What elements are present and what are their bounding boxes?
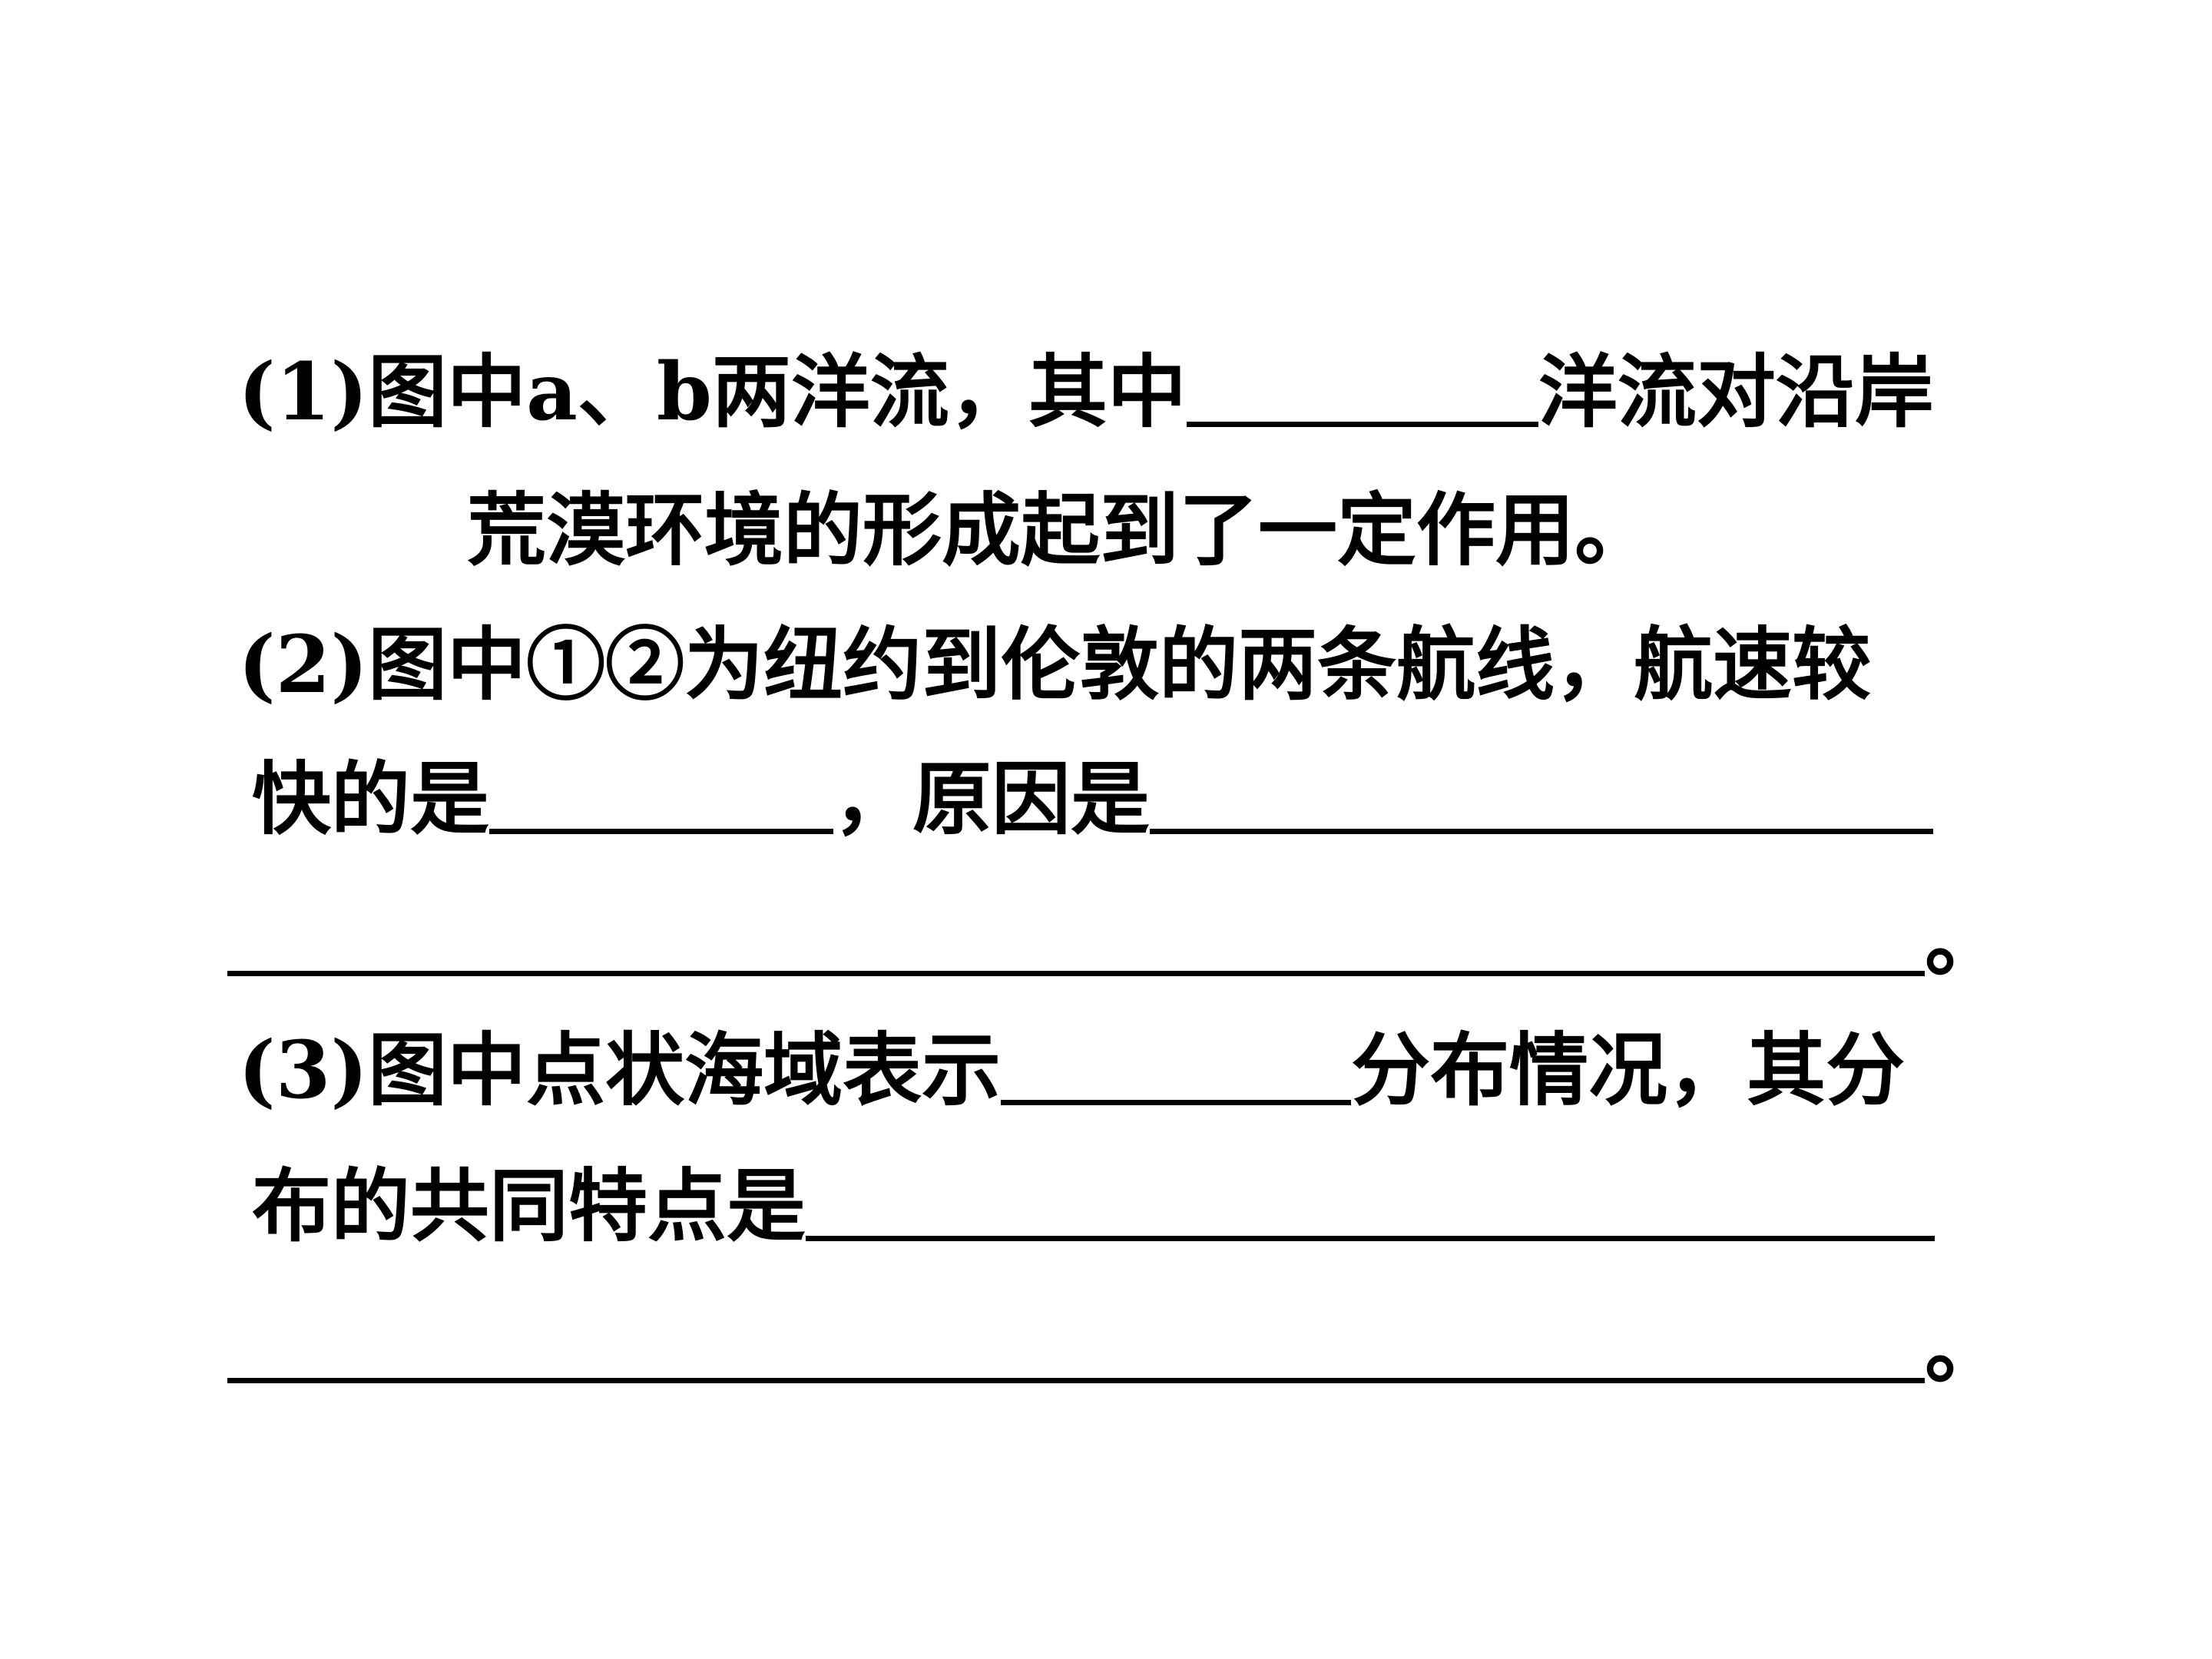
q1-line-2: 荒漠环境的形成起到了一定作用。 (467, 472, 1654, 588)
q3-text-start: (3)图中点状海域表示 (238, 1023, 1002, 1117)
q3-line-2: 布的共同特点是 (252, 1148, 1935, 1263)
q3-feature-blank-1[interactable] (806, 1171, 1935, 1241)
q3-text-feature: 布的共同特点是 (252, 1159, 806, 1253)
q3-text-end: 。 (1925, 1301, 2004, 1395)
q2-text-end: 。 (1925, 894, 2004, 988)
q2-line-3: 。 (227, 883, 2004, 998)
q3-line-1: (3)图中点状海域表示 分布情况，其分 (238, 1012, 1905, 1128)
q2-reason-blank-1[interactable] (1150, 763, 1933, 834)
q2-line-1: (2)图中①②为纽约到伦敦的两条航线，航速较 (238, 607, 1871, 722)
q2-text-reason: ，原因是 (833, 752, 1150, 846)
q1-text-end: 洋流对沿岸 (1538, 345, 1934, 439)
q3-answer-blank[interactable] (1001, 1035, 1352, 1105)
q1-line-1: (1)图中a、b两洋流，其中 洋流对沿岸 (238, 334, 1934, 449)
q3-text-mid: 分布情况，其分 (1351, 1023, 1906, 1117)
q1-text-start: (1)图中a、b两洋流，其中 (238, 345, 1187, 439)
q2-text-start: (2)图中①②为纽约到伦敦的两条航线，航速较 (238, 618, 1872, 711)
q2-route-blank[interactable] (489, 763, 833, 834)
q2-text-fast: 快的是 (252, 752, 489, 846)
q2-reason-blank-2[interactable] (227, 906, 1925, 976)
q3-feature-blank-2[interactable] (227, 1313, 1925, 1383)
q2-line-2: 快的是 ，原因是 (252, 741, 1933, 856)
q1-answer-blank[interactable] (1186, 356, 1538, 427)
q1-text-line2: 荒漠环境的形成起到了一定作用。 (467, 483, 1654, 577)
q3-line-3: 。 (227, 1290, 2004, 1406)
